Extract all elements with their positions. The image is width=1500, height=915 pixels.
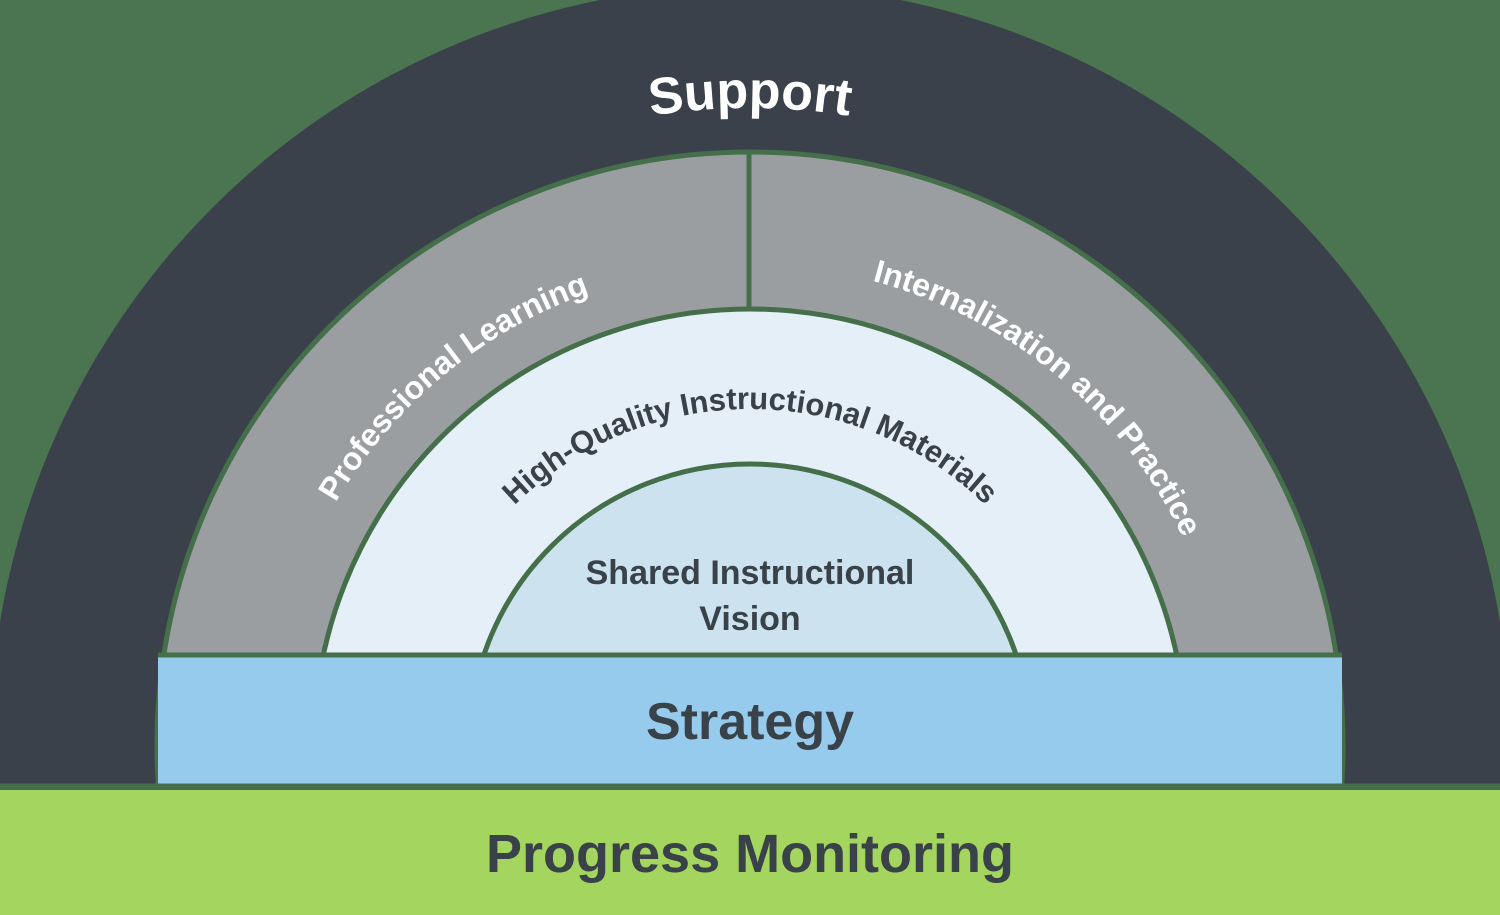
- progress-monitoring-label: Progress Monitoring: [486, 824, 1014, 884]
- support-label: Support: [645, 62, 856, 128]
- strategy-band: [158, 653, 1342, 787]
- progress-band: [0, 790, 1500, 915]
- core-label-line2: Vision: [699, 600, 800, 638]
- strategy-label: Strategy: [646, 693, 854, 751]
- core-label-line1: Shared Instructional: [586, 554, 915, 592]
